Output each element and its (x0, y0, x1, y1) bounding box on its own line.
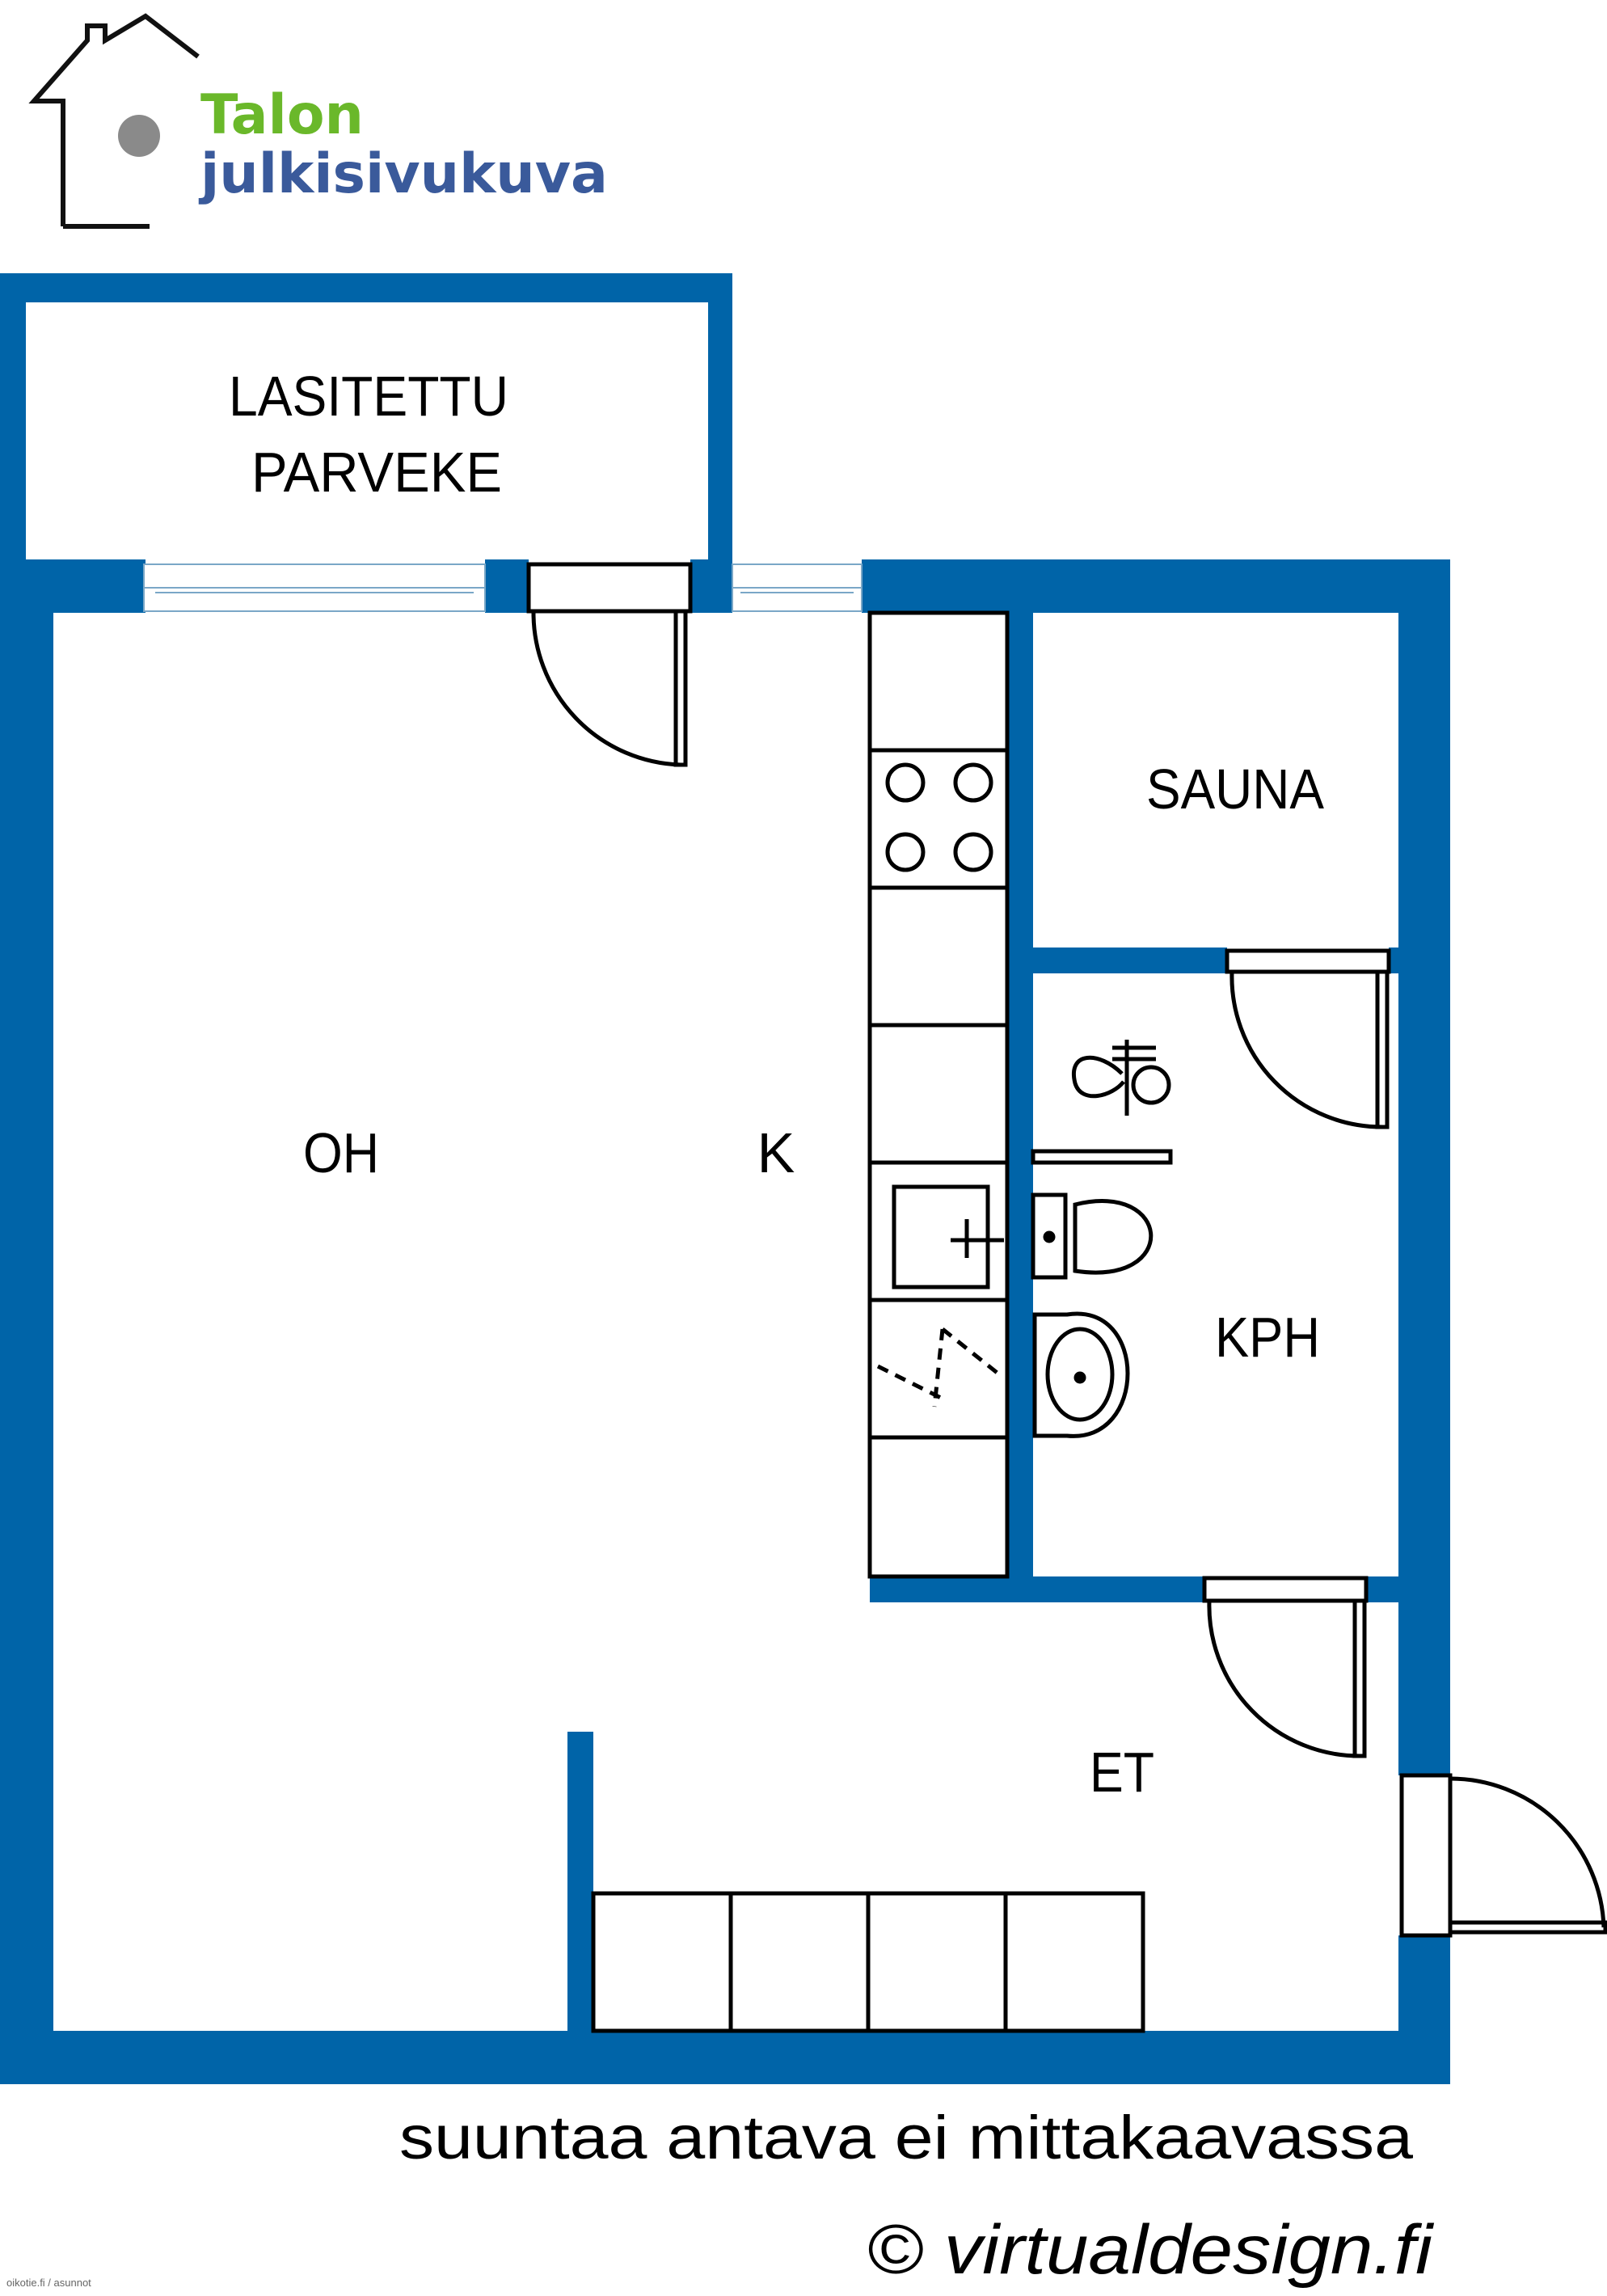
wall-left (0, 559, 53, 2084)
room-labels: LASITETTU PARVEKE SAUNA OH K KPH ET (229, 365, 1324, 1804)
window-balcony-right (732, 563, 863, 612)
door-sauna (1225, 948, 1391, 1129)
washbasin-icon (1032, 1311, 1130, 1438)
wall-hallway-partition (567, 1732, 593, 2039)
door-entrance (1399, 1773, 1607, 1938)
walls (0, 273, 1450, 2084)
windows (143, 563, 863, 612)
wall-kitchen-back (1009, 559, 1033, 1586)
room-label-balcony-line-1: LASITETTU (229, 365, 508, 428)
wall-bath-bottom-left (870, 1576, 1204, 1602)
room-label-kitchen: K (757, 1121, 795, 1184)
stove-icon (885, 762, 993, 872)
wall-balcony-top (0, 273, 732, 302)
kitchen-sink-icon (892, 1184, 1004, 1289)
source-credit: oikotie.fi / asunnot (6, 2277, 91, 2289)
door-balcony (526, 562, 693, 767)
room-label-sauna: SAUNA (1146, 758, 1324, 821)
wall-top-middle (485, 559, 529, 613)
wall-bath-bottom-right (1366, 1576, 1400, 1602)
kitchen-counter (867, 610, 1010, 1579)
wall-sauna-bottom-right (1389, 948, 1400, 973)
dishwasher-icon (876, 1327, 1001, 1408)
room-label-hallway: ET (1090, 1741, 1154, 1804)
logo-dot-icon (118, 115, 160, 157)
window-balcony-left (143, 563, 486, 612)
door-bathroom (1202, 1576, 1369, 1758)
wall-sauna-bottom-left (1009, 948, 1227, 973)
wall-balcony-right (708, 273, 732, 613)
scale-disclaimer: suuntaa antava ei mittakaavassa (399, 2104, 1414, 2172)
hallway-wardrobe (591, 1891, 1145, 2033)
wall-right-lower (1398, 1935, 1450, 2084)
wall-top-door-right (690, 559, 732, 613)
logo-line-2: julkisivukuva (198, 142, 608, 206)
shower-icon (1071, 1040, 1171, 1116)
toilet-icon (1031, 1192, 1154, 1280)
room-label-living: OH (303, 1121, 379, 1184)
wall-top-right (862, 559, 1450, 613)
wall-right-upper (1398, 559, 1450, 1775)
room-label-balcony-line-2: PARVEKE (251, 441, 502, 504)
logo: Talon julkisivukuva (28, 13, 608, 229)
wall-bottom (0, 2031, 1450, 2084)
room-label-bathroom: KPH (1215, 1306, 1320, 1369)
logo-line-1: Talon (200, 83, 364, 147)
doors (526, 562, 1607, 1938)
wall-balcony-left (0, 273, 26, 613)
bath-shelf (1031, 1149, 1173, 1165)
copyright-notice: © virtualdesign.fi (867, 2211, 1435, 2289)
bathroom-fixtures (1031, 1040, 1173, 1438)
house-outline-icon (28, 13, 200, 229)
